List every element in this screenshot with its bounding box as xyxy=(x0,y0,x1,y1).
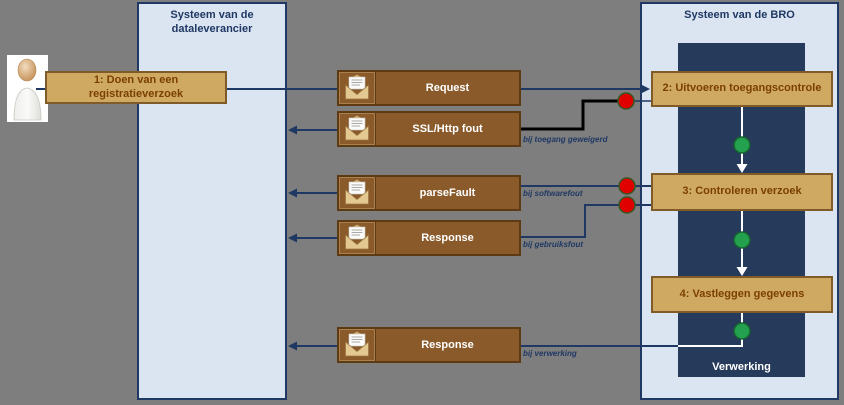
envelope-icon xyxy=(339,113,376,145)
message-request-label: Request xyxy=(425,82,470,94)
message-response-gebruiksfout-label: Response xyxy=(421,232,474,244)
flow-arrowhead-step3-icon xyxy=(736,164,748,173)
message-parsefault: parseFault xyxy=(337,175,521,211)
verwerking-arrowhead-icon xyxy=(288,341,297,351)
error-dot-gebruik-icon xyxy=(618,196,636,214)
condition-softwarefout: bij softwarefout xyxy=(523,189,583,198)
condition-toegang-geweigerd: bij toegang geweigerd xyxy=(523,135,608,144)
step-1-label: 1: Doen van een registratieverzoek xyxy=(88,74,184,100)
step-2-label: 2: Uitvoeren toegangscontrole xyxy=(662,82,822,95)
ok-dot-1-icon xyxy=(733,136,751,154)
condition-gebruiksfout: bij gebruiksfout xyxy=(523,240,583,249)
lane-bro-title: Systeem van de BRO xyxy=(684,9,795,21)
message-response-verwerking: Response xyxy=(337,327,521,363)
message-response-verwerking-label: Response xyxy=(421,339,474,351)
message-parsefault-label: parseFault xyxy=(419,187,476,199)
envelope-icon xyxy=(339,329,376,361)
person-icon xyxy=(13,58,42,121)
step-2-box: 2: Uitvoeren toegangscontrole xyxy=(651,71,833,107)
ok-dot-3-icon xyxy=(733,322,751,340)
envelope-icon xyxy=(339,72,376,104)
message-request: Request xyxy=(337,70,521,106)
step-3-label: 3: Controleren verzoek xyxy=(682,185,802,198)
response-arrowhead-icon xyxy=(288,233,297,243)
verwerking-label: Verwerking xyxy=(712,361,771,373)
response-source-connector xyxy=(521,204,651,238)
lane-dataleverancier: Systeem van de dataleverancier xyxy=(137,2,287,400)
envelope-icon xyxy=(339,177,376,209)
step-3-box: 3: Controleren verzoek xyxy=(651,173,833,211)
message-ssl-http-fout-label: SSL/Http fout xyxy=(412,123,483,135)
parsefault-arrowhead-icon xyxy=(288,188,297,198)
error-dot-toegang-icon xyxy=(617,92,635,110)
flow-arrowhead-step4-icon xyxy=(736,267,748,276)
ok-dot-2-icon xyxy=(733,231,751,249)
ssl-error-connector xyxy=(521,99,620,131)
message-response-gebruiksfout: Response xyxy=(337,220,521,256)
error-dot-software-icon xyxy=(618,177,636,195)
request-arrowhead-icon xyxy=(641,84,650,94)
actor-icon xyxy=(7,55,48,122)
ssl-arrowhead-icon xyxy=(288,125,297,135)
step-1-box: 1: Doen van een registratieverzoek xyxy=(45,71,227,104)
step-4-box: 4: Vastleggen gegevens xyxy=(651,276,833,313)
lane-dataleverancier-title: Systeem van de dataleverancier xyxy=(170,9,254,35)
condition-verwerking: bij verwerking xyxy=(523,349,577,358)
envelope-icon xyxy=(339,222,376,254)
message-ssl-http-fout: SSL/Http fout xyxy=(337,111,521,147)
step-4-label: 4: Vastleggen gegevens xyxy=(679,287,805,300)
